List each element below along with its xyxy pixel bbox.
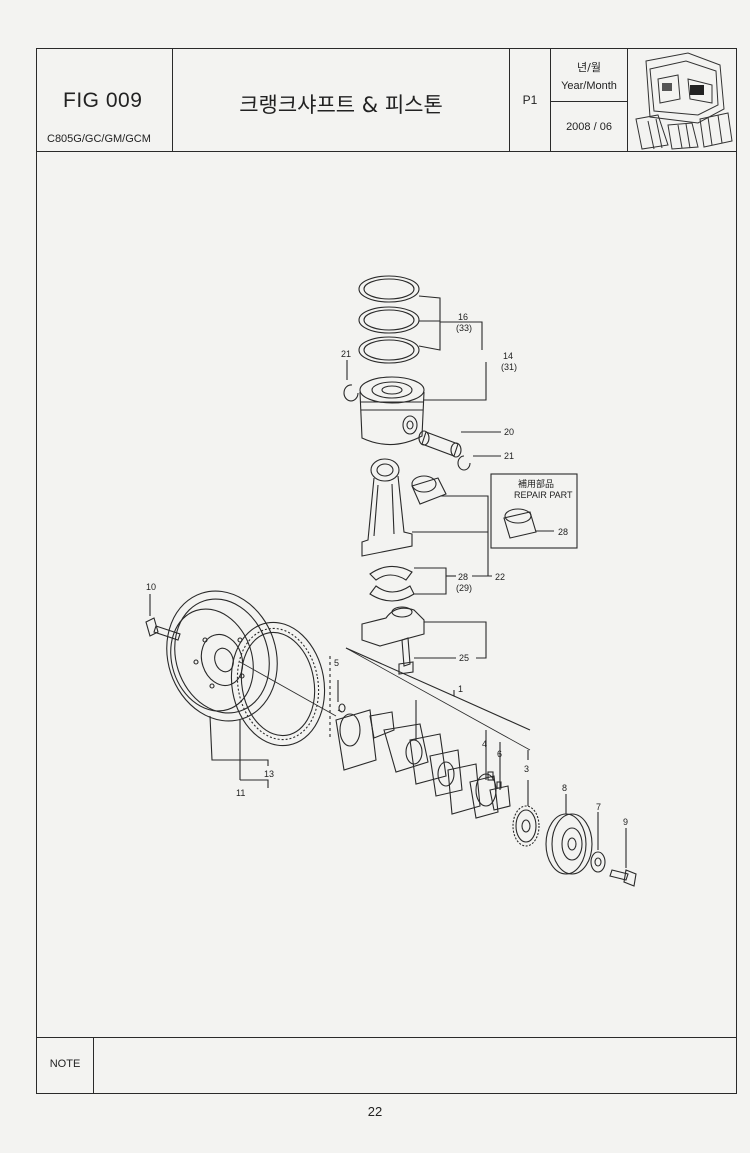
callout-25: 25 (459, 653, 469, 663)
callout-31: (31) (501, 362, 517, 372)
page-cell: P1 (510, 49, 551, 152)
fig-cell: FIG 009 C805G/GC/GM/GCM (37, 49, 173, 152)
year-month-english: Year/Month (561, 80, 617, 92)
date-cell: 년/월 Year/Month 2008 / 06 (551, 49, 628, 152)
repair-bushing (503, 508, 537, 539)
piston (359, 376, 425, 446)
small-end-bushing (411, 475, 447, 505)
pulley-bolt (609, 869, 637, 887)
fig-label: FIG 009 (63, 89, 143, 112)
pin-5 (338, 703, 346, 713)
piston-pin (418, 430, 462, 458)
key-4 (487, 771, 494, 781)
callout-21-left: 21 (341, 349, 351, 359)
callout-1: 1 (458, 684, 463, 694)
crankshaft (335, 709, 511, 819)
title-cell: 크랭크샤프트 & 피스톤 (173, 49, 510, 152)
flywheel (166, 590, 278, 722)
revision-date: 2008 / 06 (566, 121, 612, 133)
page-title: 크랭크샤프트 & 피스톤 (239, 93, 443, 117)
bearing-lower (369, 585, 415, 602)
callout-28: 28 (458, 572, 468, 582)
note-label-cell: NOTE (37, 1038, 94, 1093)
connecting-rod (361, 458, 413, 557)
repair-part-box (490, 473, 578, 549)
key-6 (496, 781, 502, 789)
parts-sheet: FIG 009 C805G/GC/GM/GCM 크랭크샤프트 & 피스톤 P1 … (36, 48, 737, 1094)
bearing-upper (369, 565, 413, 581)
piston-ring-2 (358, 306, 420, 334)
callout-8: 8 (562, 783, 567, 793)
flywheel-bolt (145, 617, 181, 641)
header-table: FIG 009 C805G/GC/GM/GCM 크랭크샤프트 & 피스톤 P1 … (37, 49, 736, 152)
combine-harvester-icon (635, 52, 733, 150)
callout-10: 10 (146, 582, 156, 592)
page-number: 22 (367, 1104, 383, 1119)
piston-ring-3 (358, 336, 420, 364)
callout-4: 4 (482, 739, 487, 749)
callout-14: 14 (503, 351, 513, 361)
model-label: C805G/GC/GM/GCM (47, 133, 151, 145)
callout-3: 3 (524, 764, 529, 774)
divider (551, 101, 627, 102)
page-indicator: P1 (522, 93, 538, 107)
callout-6: 6 (497, 749, 502, 759)
washer (590, 851, 606, 873)
repair-part-en: REPAIR PART (514, 490, 573, 500)
piston-ring-1 (358, 275, 420, 303)
callout-13: 13 (264, 769, 274, 779)
crank-gear (512, 805, 540, 847)
snap-ring-left (343, 384, 359, 402)
callout-16: 16 (458, 312, 468, 322)
note-row: NOTE (37, 1037, 736, 1093)
repair-part-kr: 補用部品 (518, 478, 554, 489)
ring-gear (230, 621, 326, 747)
machine-image-cell (628, 49, 736, 152)
callout-7: 7 (596, 802, 601, 812)
rod-bolt (398, 637, 414, 675)
callout-22: 22 (495, 572, 505, 582)
callout-21-right: 21 (504, 451, 514, 461)
rod-cap (361, 606, 425, 647)
callout-11: 11 (236, 788, 245, 798)
callout-9: 9 (623, 817, 628, 827)
callout-33: (33) (456, 323, 472, 333)
note-label: NOTE (49, 1058, 81, 1070)
callout-5: 5 (334, 658, 339, 668)
year-month-korean: 년/월 (577, 61, 601, 74)
snap-ring-right (457, 455, 471, 471)
callout-20: 20 (504, 427, 514, 437)
callout-28-box: 28 (558, 527, 568, 537)
callout-29: (29) (456, 583, 472, 593)
crank-pulley (545, 813, 593, 875)
